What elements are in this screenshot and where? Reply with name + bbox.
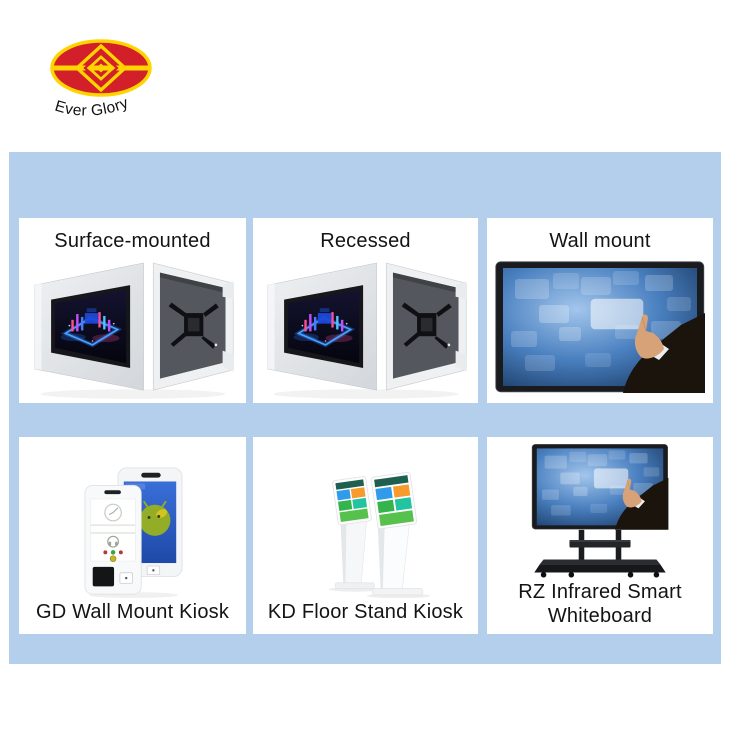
card-wall-mount: Wall mount [487,218,713,403]
card-title-surface-mounted: Surface-mounted [54,230,211,252]
ever-glory-emblem-icon: Ever Glory [50,39,152,120]
products-panel: Surface-mounted Recessed Wall mount GD W… [9,152,721,664]
rz-infrared-smart-whiteboard-image [512,442,688,578]
card-kd-floor-stand-kiosk: KD Floor Stand Kiosk [253,437,478,634]
card-recessed: Recessed [253,218,478,403]
recessed-display-image [260,256,472,401]
card-label-kd-floor-stand-kiosk: KD Floor Stand Kiosk [267,601,464,623]
wall-mount-display-image [495,261,705,393]
brand-logo: Ever Glory [46,36,162,128]
card-title-wall-mount: Wall mount [549,230,651,252]
card-label-gd-wall-mount-kiosk: GD Wall Mount Kiosk [35,601,230,623]
card-title-recessed: Recessed [320,230,411,252]
card-gd-wall-mount-kiosk: GD Wall Mount Kiosk [19,437,246,634]
card-surface-mounted: Surface-mounted [19,218,246,403]
card-rz-infrared-smart-whiteboard: RZ Infrared Smart Whiteboard [487,437,713,634]
svg-text:Ever Glory: Ever Glory [53,94,131,119]
gd-wall-mount-kiosk-image [83,466,183,598]
brand-name-text: Ever Glory [53,94,131,119]
card-label-rz-infrared-smart-whiteboard: RZ Infrared Smart Whiteboard [518,581,682,627]
surface-mounted-display-image [27,256,239,401]
kd-floor-stand-kiosk-image [327,471,431,598]
